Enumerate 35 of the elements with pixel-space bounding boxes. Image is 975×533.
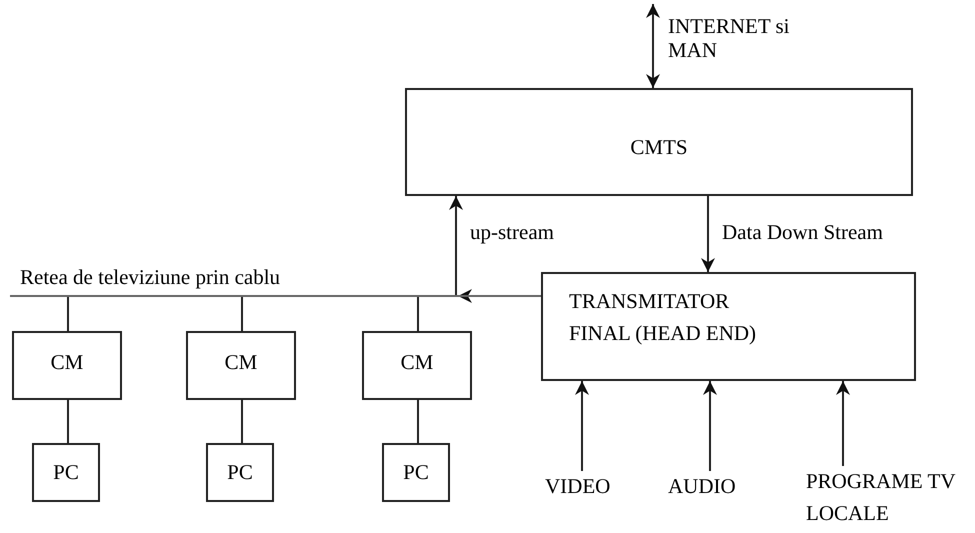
pc-box: [32, 443, 100, 502]
connector-line: [241, 296, 243, 331]
head-end-box: [541, 272, 916, 381]
box-label: PC: [402, 459, 430, 486]
cable-modem-box: [186, 331, 296, 400]
box-label: CM: [224, 349, 258, 376]
arrow: [703, 381, 717, 471]
input-label: PROGRAME TV LOCALE: [806, 468, 956, 526]
arrow: [836, 381, 850, 466]
edge-label: Data Down Stream: [722, 220, 883, 244]
arrow: [646, 4, 660, 88]
box-label: CM: [400, 349, 434, 376]
connector-line: [417, 296, 419, 331]
arrow: [575, 381, 589, 471]
pc-box: [382, 443, 450, 502]
box-label: CM: [50, 349, 84, 376]
edge-label: up-stream: [470, 220, 554, 244]
cable-modem-box: [12, 331, 122, 400]
input-label: AUDIO: [668, 473, 737, 500]
cable-modem-box: [362, 331, 472, 400]
connector-line: [67, 400, 69, 443]
input-label: VIDEO: [545, 473, 612, 500]
box-label: TRANSMITATOR FINAL (HEAD END): [569, 288, 758, 346]
connector-line: [241, 400, 243, 443]
connector-line: [417, 400, 419, 443]
edge-label: INTERNET si MAN: [668, 14, 791, 62]
arrow: [449, 196, 463, 296]
box-label: PC: [52, 459, 80, 486]
connector-line: [67, 296, 69, 331]
cmts-box: [405, 88, 913, 196]
arrow: [701, 196, 715, 272]
network-label: Retea de televiziune prin cablu: [19, 264, 282, 291]
box-label: CMTS: [629, 134, 689, 161]
box-label: PC: [226, 459, 254, 486]
pc-box: [206, 443, 274, 502]
